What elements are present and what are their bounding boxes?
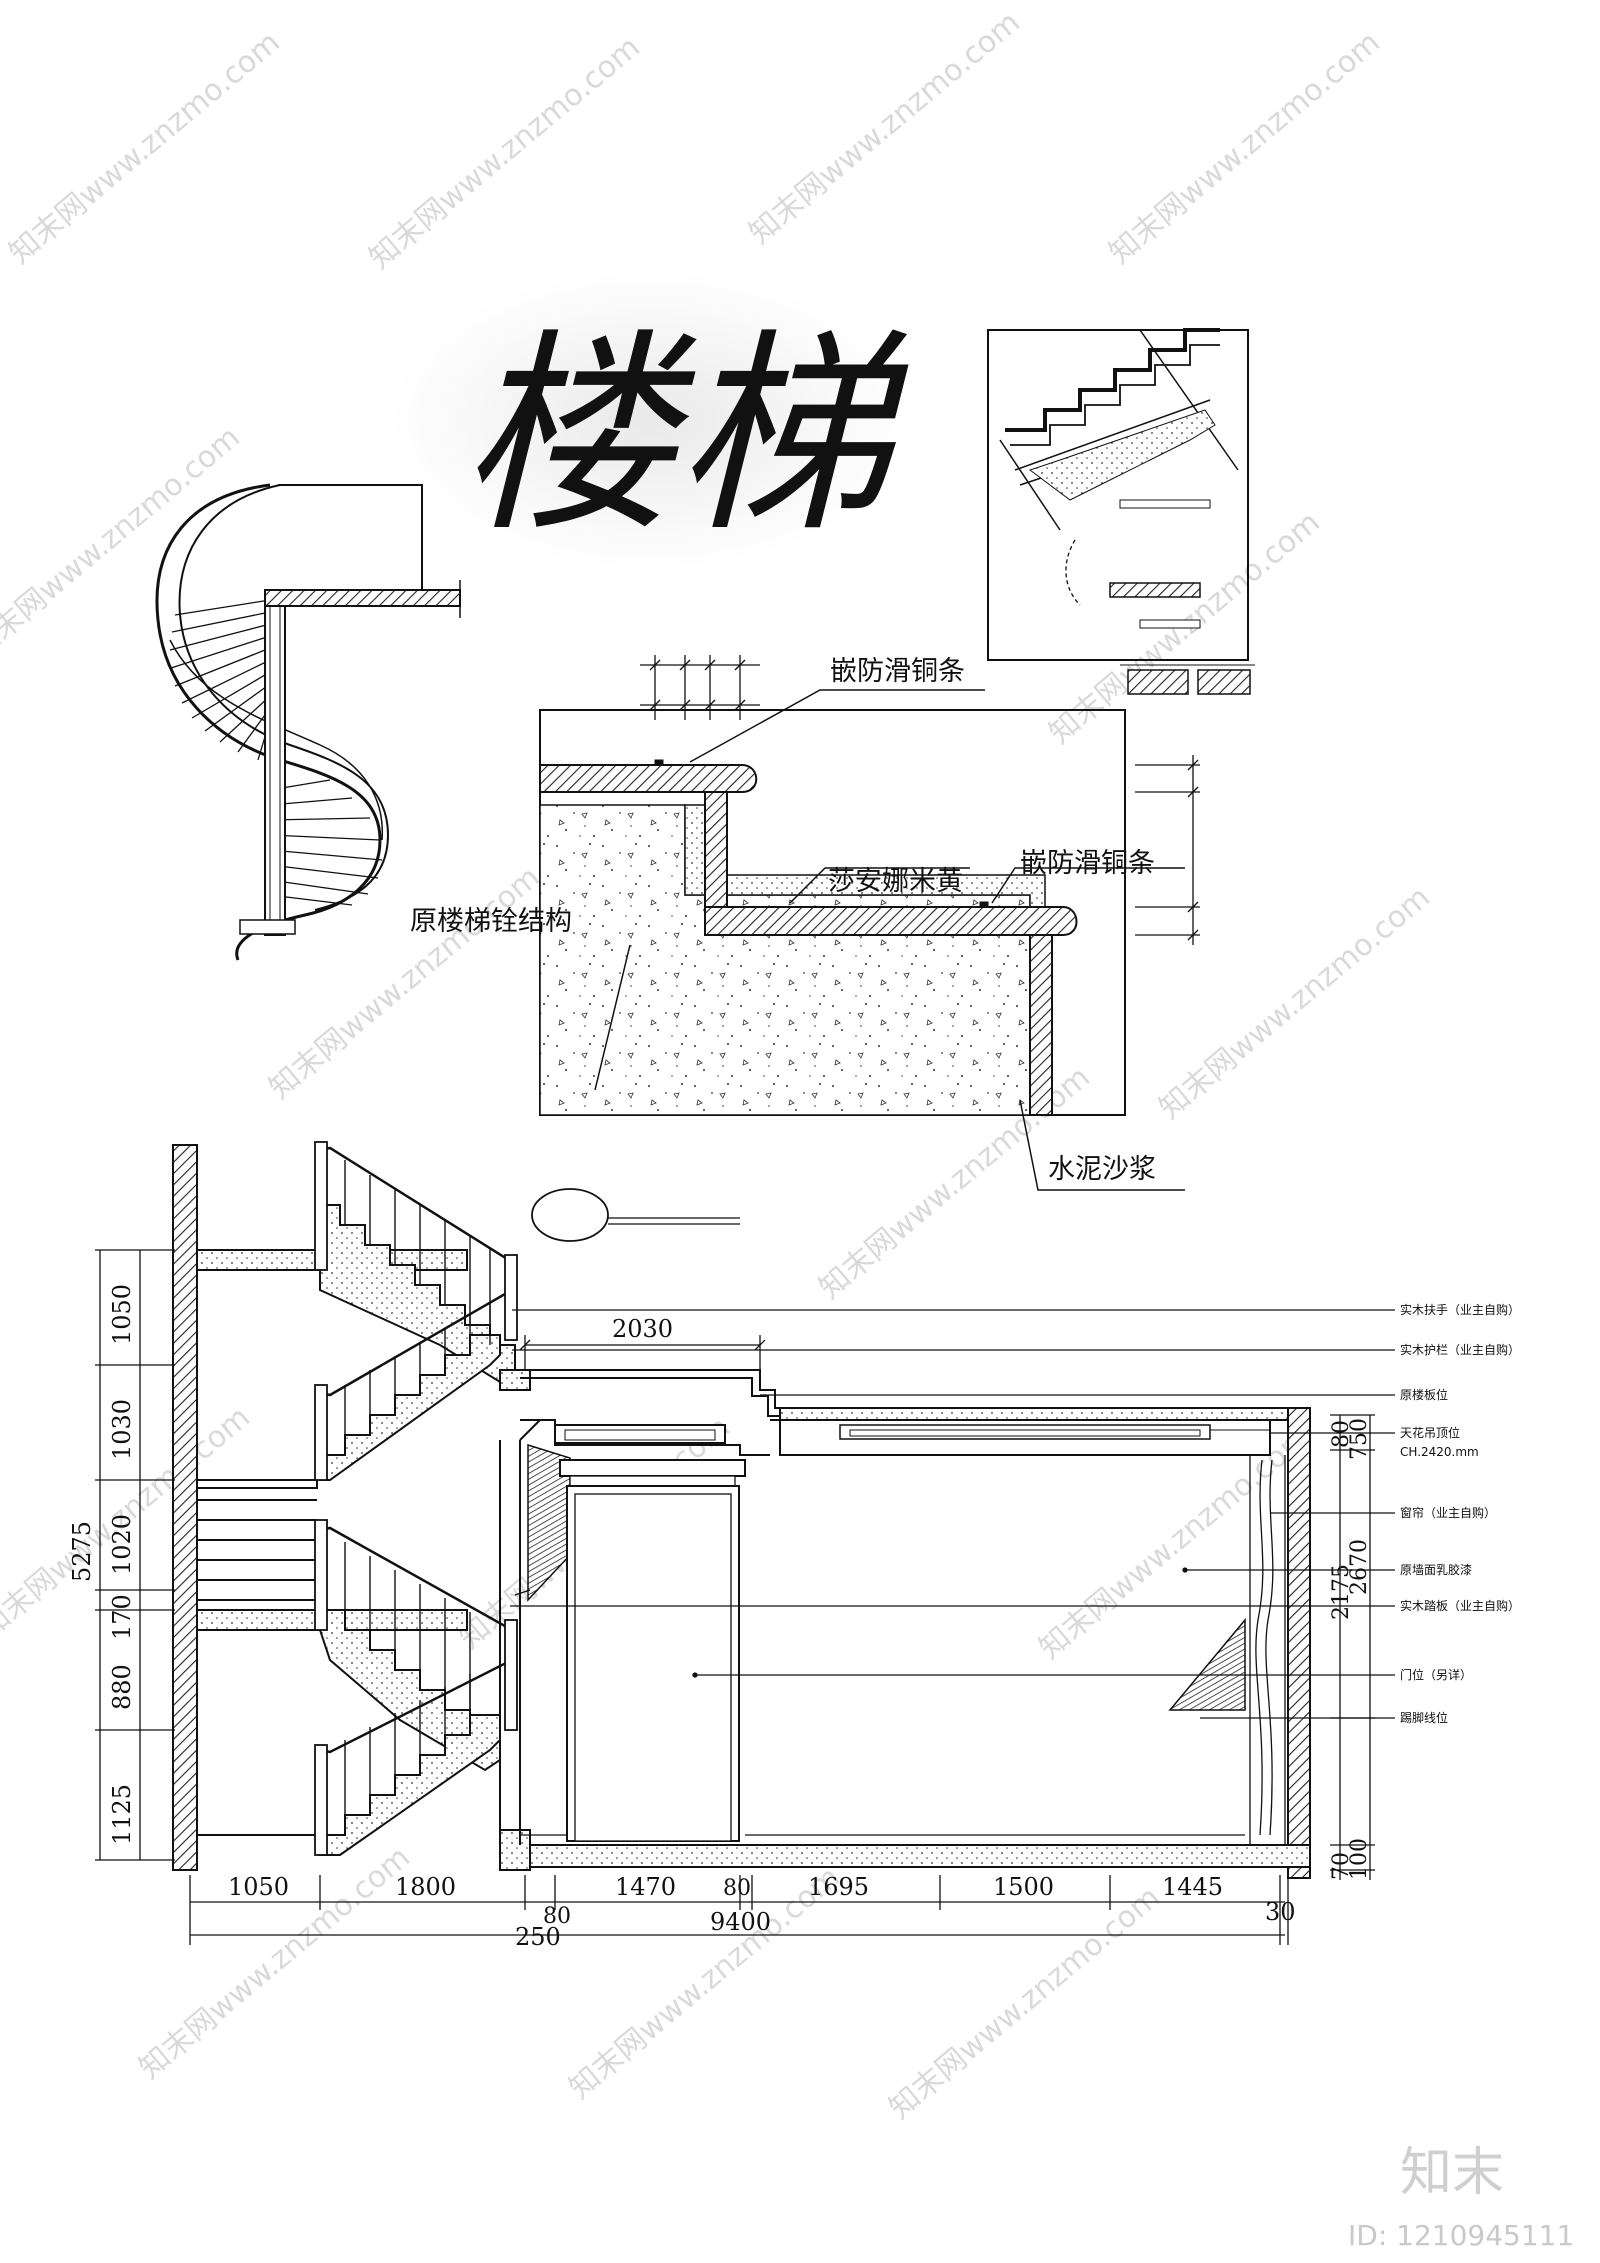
brand-logo: 知末 xyxy=(1400,2143,1504,2203)
note-handrail: 实木扶手（业主自购） xyxy=(1400,1302,1520,1317)
watermark: 知末网www.znzmo.com xyxy=(1033,1420,1317,1666)
label-copper-strip-right: 嵌防滑铜条 xyxy=(1020,848,1155,879)
spiral-stair xyxy=(155,483,461,961)
dim-bottom-30: 30 xyxy=(1265,1898,1296,1926)
left-dimensions: 1050 1030 1020 170 880 1125 5275 xyxy=(68,1284,136,1845)
dim-right-2670: 2670 xyxy=(1347,1539,1372,1595)
note-curtain: 窗帘（业主自购） xyxy=(1400,1505,1496,1520)
dim-bottom-total: 9400 xyxy=(710,1908,771,1936)
dim-bottom-1445: 1445 xyxy=(1162,1873,1223,1901)
watermark: 知末网www.znzmo.com xyxy=(1153,880,1437,1126)
label-original-structure: 原楼梯铨结构 xyxy=(410,906,572,937)
dim-left-1050: 1050 xyxy=(108,1284,136,1345)
dim-bottom-1470: 1470 xyxy=(615,1873,676,1901)
dim-right-80: 80 xyxy=(1329,1420,1354,1448)
watermark: 知末网www.znzmo.com xyxy=(0,420,247,666)
label-marble: 莎安娜米黄 xyxy=(828,866,963,897)
note-tread: 实木踏板（业主自购） xyxy=(1400,1598,1520,1613)
right-dimensions: 80 750 2670 2175 100 70 xyxy=(1329,1418,1372,1880)
dim-bottom-1050: 1050 xyxy=(228,1873,289,1901)
tread-section-detail xyxy=(539,655,1200,1191)
note-ceiling-height: CH.2420.mm xyxy=(1400,1445,1479,1459)
note-original-slab: 原楼板位 xyxy=(1400,1387,1448,1402)
note-ceiling: 天花吊顶位 xyxy=(1400,1425,1460,1440)
watermark: 知末网www.znzmo.com xyxy=(263,860,547,1106)
watermark: 知末网www.znzmo.com xyxy=(1103,25,1387,271)
watermark: 知末网www.znzmo.com xyxy=(363,30,647,276)
dim-left-1030: 1030 xyxy=(108,1399,136,1460)
dim-bottom-250: 250 xyxy=(515,1923,561,1951)
stair-nosing-detail xyxy=(987,328,1255,695)
dim-right-2175: 2175 xyxy=(1329,1564,1354,1620)
watermark: 知末网www.znzmo.com xyxy=(563,1860,847,2106)
dim-left-1020: 1020 xyxy=(108,1514,136,1575)
section-notes: 实木扶手（业主自购） 实木护栏（业主自购） 原楼板位 天花吊顶位 CH.2420… xyxy=(1400,1302,1520,1725)
title-glow xyxy=(390,270,910,570)
watermark: 知末网www.znzmo.com xyxy=(743,5,1027,251)
dim-right-750: 750 xyxy=(1347,1418,1372,1460)
dim-left-1125: 1125 xyxy=(108,1784,136,1845)
note-door: 门位（另详） xyxy=(1400,1667,1472,1682)
note-skirting: 踢脚线位 xyxy=(1400,1710,1448,1725)
elevation-section xyxy=(95,1141,1395,1945)
dim-left-880: 880 xyxy=(108,1664,136,1710)
brand-footer: 知末 ID: 1210945111 xyxy=(1348,2143,1574,2252)
dim-right-70: 70 xyxy=(1329,1852,1354,1880)
page-title: 楼梯 xyxy=(460,310,909,561)
dim-bottom-80b: 80 xyxy=(723,1876,751,1901)
dim-left-170: 170 xyxy=(108,1594,136,1640)
bottom-dimensions: 1050 1800 80 1470 80 1695 1500 1445 9400… xyxy=(228,1873,1296,1951)
tread-section-labels: 嵌防滑铜条 莎安娜米黄 嵌防滑铜条 原楼梯铨结构 水泥沙浆 xyxy=(410,656,1156,1185)
note-balustrade: 实木护栏（业主自购） xyxy=(1400,1342,1520,1357)
dim-right-100: 100 xyxy=(1347,1838,1372,1880)
label-copper-strip-top: 嵌防滑铜条 xyxy=(830,656,965,687)
note-wall-paint: 原墙面乳胶漆 xyxy=(1400,1562,1472,1577)
dim-bottom-1800: 1800 xyxy=(395,1873,456,1901)
watermark: 知末网www.znzmo.com xyxy=(3,25,287,271)
label-mortar: 水泥沙浆 xyxy=(1048,1154,1156,1185)
dim-top-2030: 2030 xyxy=(612,1315,673,1343)
dim-bottom-80a: 80 xyxy=(543,1904,571,1929)
image-id: ID: 1210945111 xyxy=(1348,2219,1574,2252)
watermark: 知末网www.znzmo.com xyxy=(883,1880,1167,2126)
dim-left-total: 5275 xyxy=(68,1521,96,1582)
dim-bottom-1695: 1695 xyxy=(808,1873,869,1901)
dim-bottom-1500: 1500 xyxy=(993,1873,1054,1901)
